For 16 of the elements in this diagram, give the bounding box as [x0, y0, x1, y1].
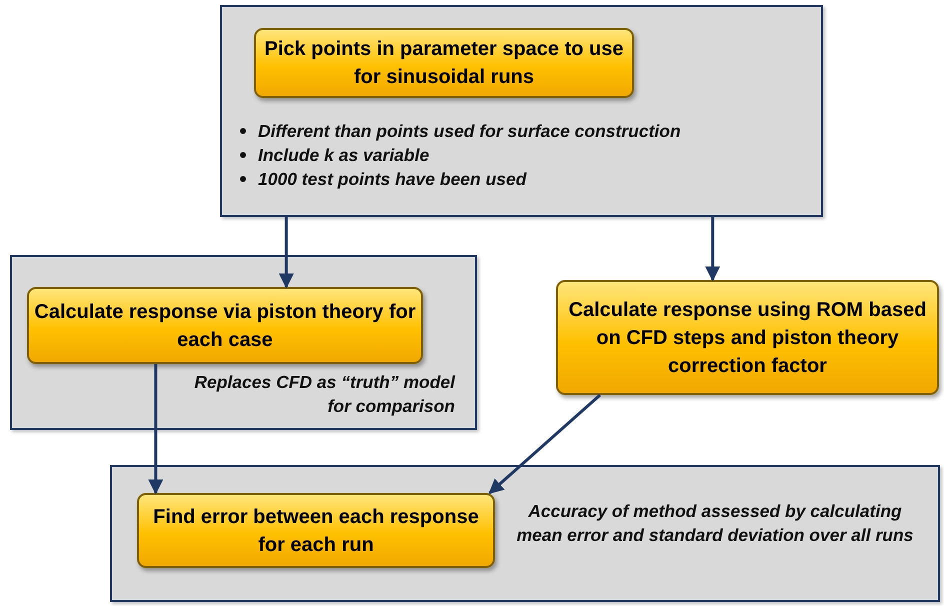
bullet-text: Include k as variable [258, 145, 430, 165]
process-box: Calculate response via piston theory for each case [27, 287, 423, 364]
bullet-text: 1000 test points have been used [258, 169, 526, 189]
arrow [148, 364, 164, 494]
process-box: Pick points in parameter space to use for sinusoidal runs [254, 28, 634, 98]
arrow [488, 394, 602, 494]
process-box: Calculate response using ROM based on CFD steps and piston theory correction factor [556, 280, 939, 395]
note-text: Replaces CFD as “truth” model for comparison [193, 371, 455, 418]
group-panel [220, 5, 823, 217]
group-panel [110, 465, 940, 602]
group-panel [10, 255, 477, 430]
bullet-text: Different than points used for surface construction [258, 121, 681, 141]
note-text: Accuracy of method assessed by calculating mean error and standard deviation over all runs [516, 500, 914, 547]
arrow [278, 217, 294, 288]
process-box: Find error between each response for each run [137, 493, 495, 568]
arrow [705, 217, 720, 282]
